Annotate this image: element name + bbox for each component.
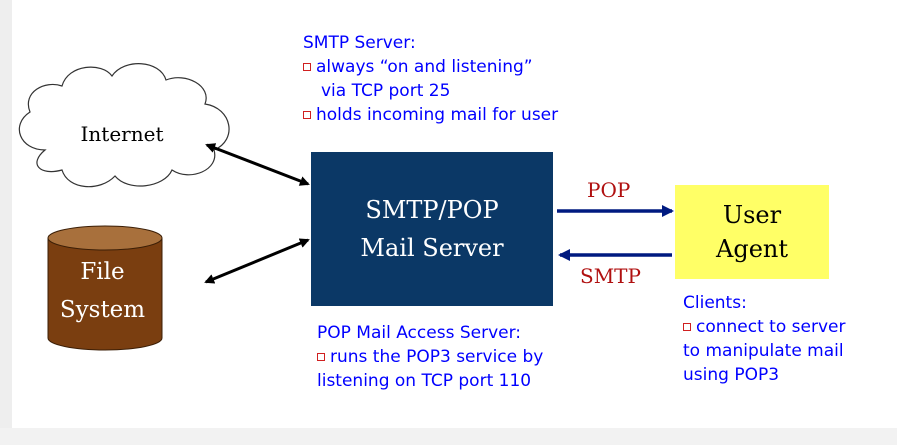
mail-server-line2: Mail Server — [360, 234, 504, 262]
pop-server-note-title: POP Mail Access Server: — [317, 323, 521, 343]
pop-label: POP — [587, 178, 631, 202]
user-agent-line2: Agent — [716, 235, 788, 263]
user-agent-box: User Agent — [675, 185, 829, 279]
pop-server-note: POP Mail Access Server: runs the POP3 se… — [317, 321, 543, 393]
clients-note: Clients: connect to server to manipulate… — [683, 291, 845, 387]
bullet-icon — [683, 323, 691, 331]
clients-note-cont-2: using POP3 — [683, 365, 780, 385]
clients-note-title: Clients: — [683, 293, 747, 313]
internet-cloud — [18, 63, 230, 188]
smtp-server-note-title: SMTP Server: — [303, 33, 416, 53]
clients-note-bullet: connect to server — [683, 315, 845, 339]
pop-server-note-bullet: runs the POP3 service by — [317, 345, 543, 369]
file-system-cylinder — [47, 225, 163, 351]
smtp-server-note: SMTP Server: always “on and listening” v… — [303, 31, 558, 127]
mail-server-line1: SMTP/POP — [365, 196, 499, 224]
mail-server-box: SMTP/POP Mail Server — [311, 152, 553, 306]
bullet-icon — [317, 353, 325, 361]
smtp-label: SMTP — [580, 264, 641, 288]
bullet-icon — [303, 111, 311, 119]
bullet-icon — [303, 63, 311, 71]
internet-label: Internet — [80, 122, 164, 146]
smtp-server-note-bullet-1-cont: via TCP port 25 — [321, 81, 451, 101]
clients-note-cont-1: to manipulate mail — [683, 341, 844, 361]
smtp-server-note-bullet-2: holds incoming mail for user — [303, 103, 558, 127]
filesystem-server-arrow — [204, 238, 310, 284]
left-margin-bar — [0, 0, 12, 445]
internet-server-arrow — [205, 143, 310, 186]
smtp-server-note-bullet-1: always “on and listening” — [303, 55, 558, 79]
file-system-line2: System — [59, 297, 146, 323]
user-agent-line1: User — [722, 201, 782, 229]
pop-server-note-cont: listening on TCP port 110 — [317, 371, 532, 391]
file-system-line1: File — [80, 259, 125, 285]
file-system-label: File System — [45, 253, 160, 329]
bottom-margin-bar — [0, 428, 897, 445]
